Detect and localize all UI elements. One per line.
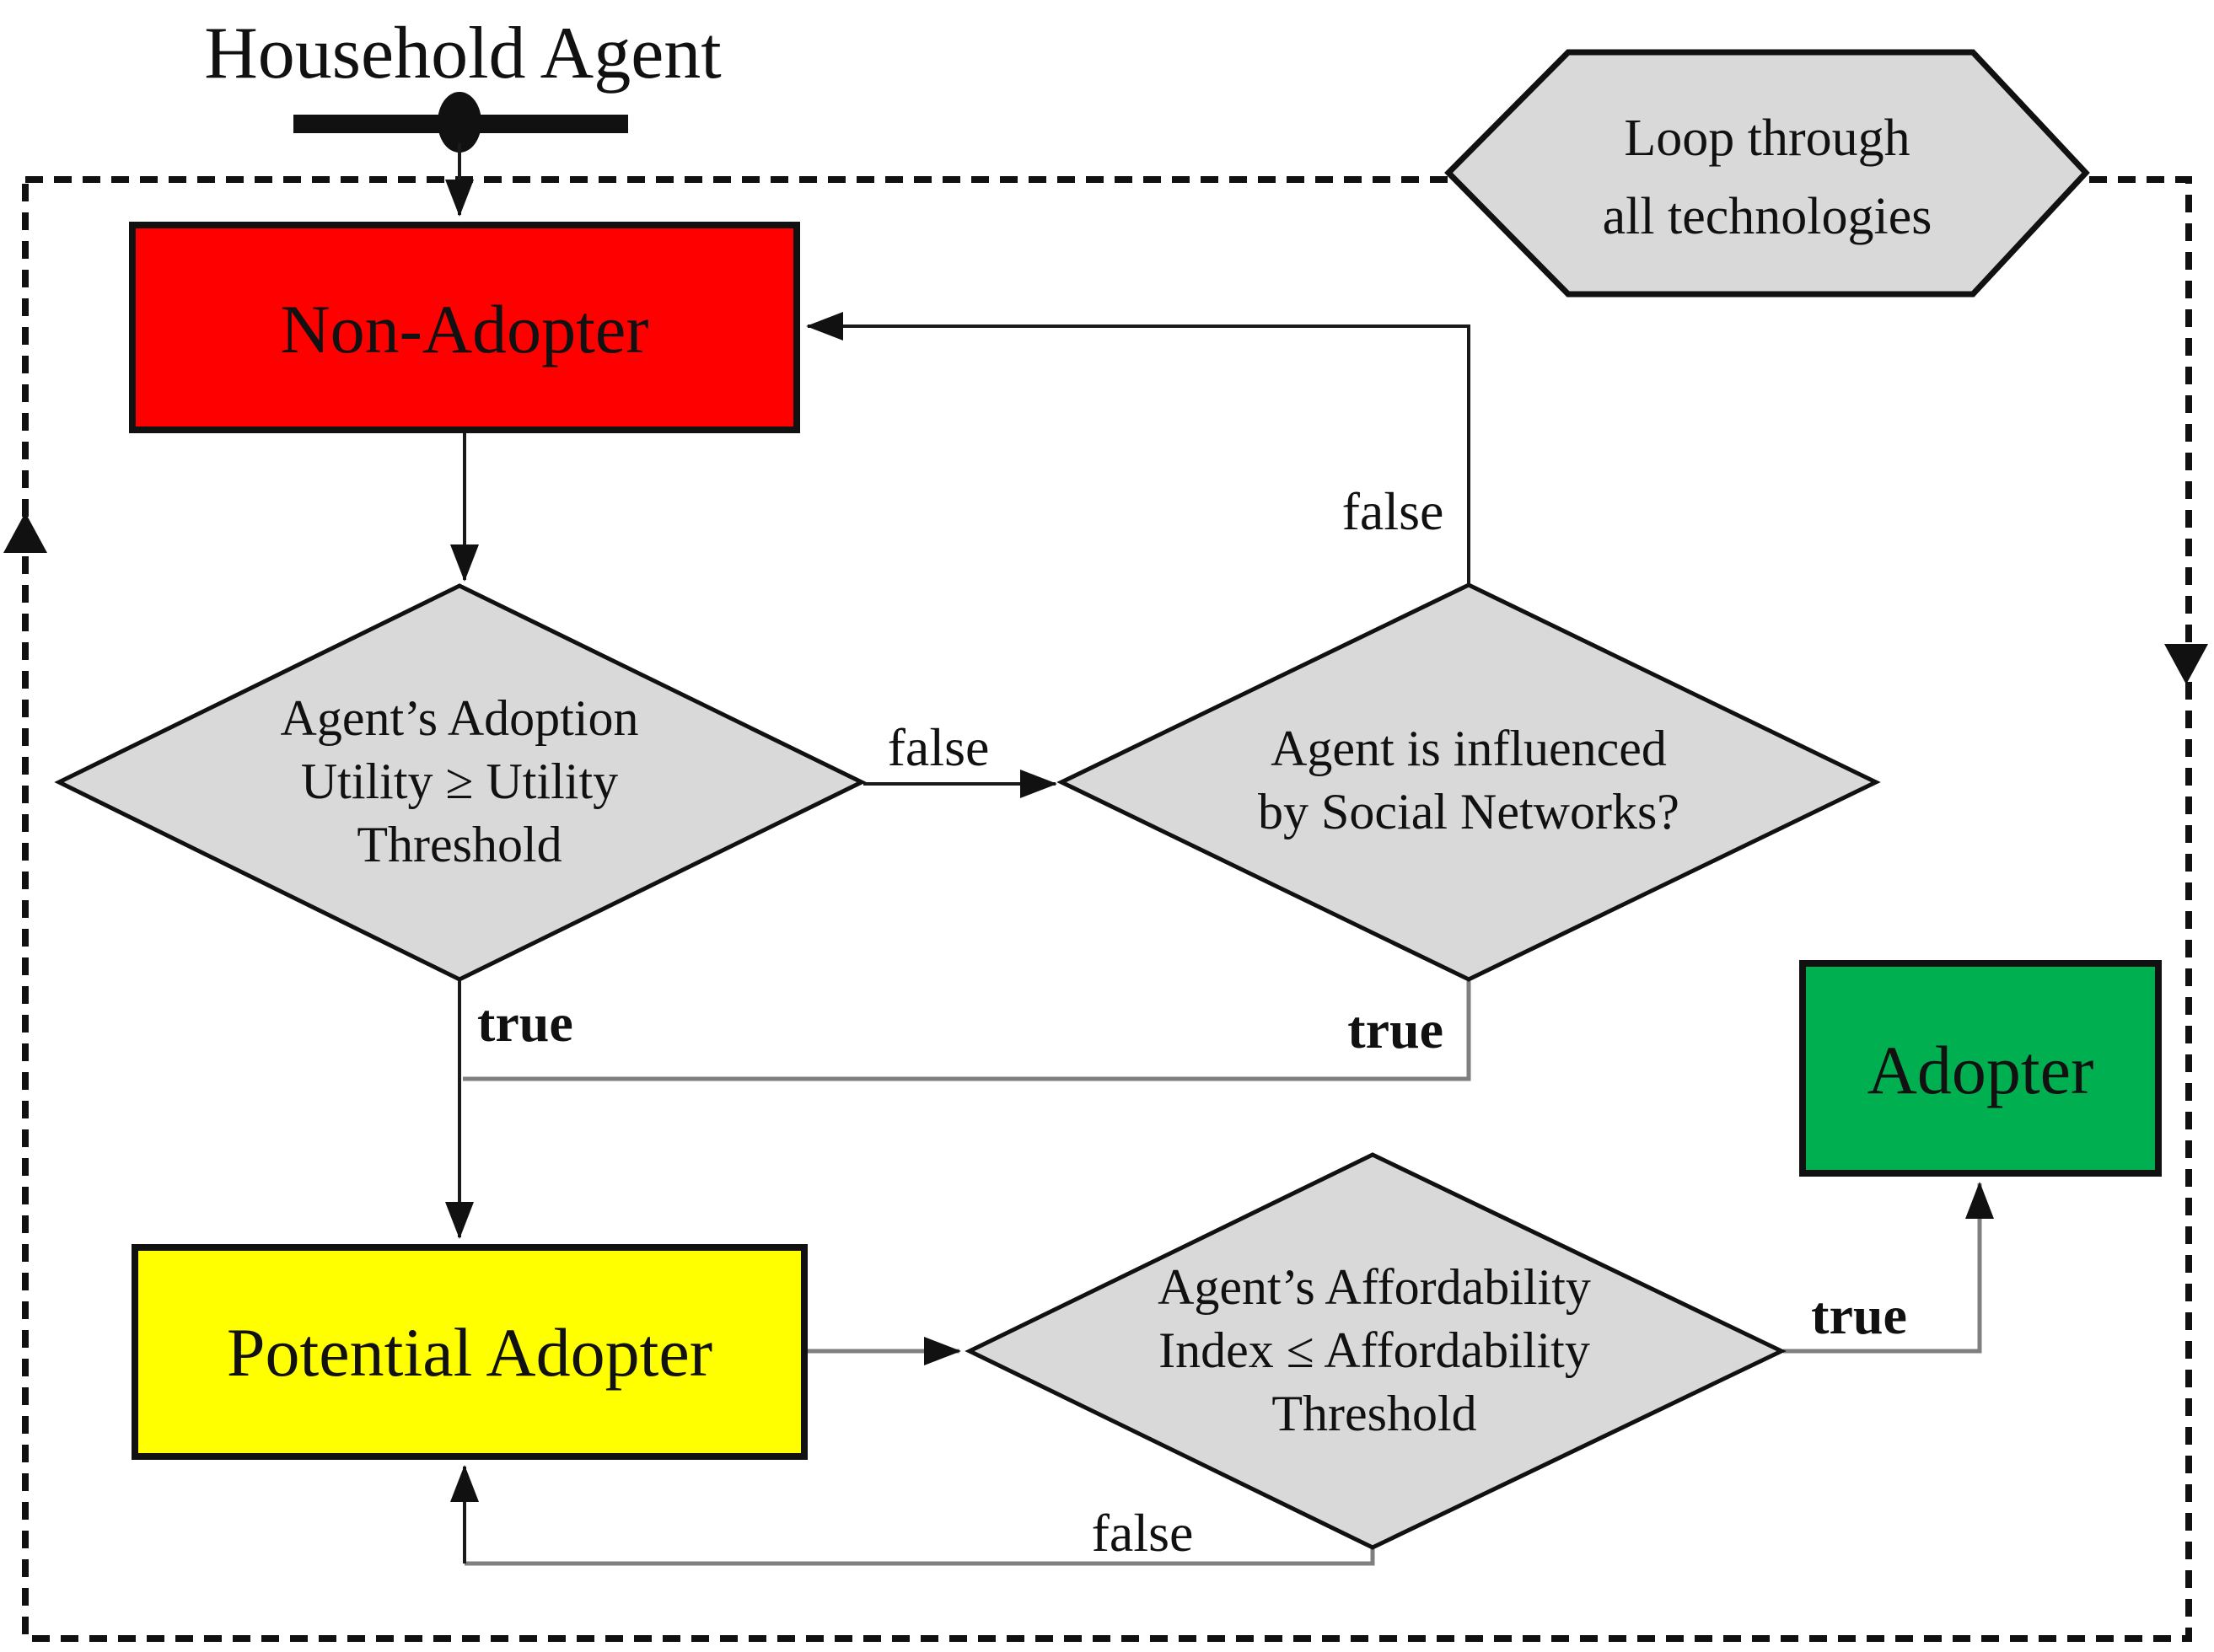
activity-start-icon: [293, 92, 628, 153]
loop-hexagon: [1444, 49, 2090, 298]
edge-social-true-merge: [463, 981, 1471, 1081]
adopter-state: [1799, 960, 2162, 1177]
loop-boundary-dashed-border: [22, 176, 2192, 1642]
edge-affordability-false-return: [465, 1549, 1375, 1566]
start-dot-icon: [438, 92, 481, 153]
social-false-label: false: [1342, 481, 1444, 541]
edge-affordability-true-to-adopter: [1783, 1182, 1994, 1354]
household-agent-title: Household Agent: [204, 13, 722, 94]
affordability-decision: [965, 1152, 1787, 1550]
loop-hexagon-label-line2: all technologies: [1603, 188, 1932, 245]
utility-true-label: true: [477, 993, 573, 1053]
affordability-decision-line2: Index ≤ Affordability: [1158, 1322, 1590, 1378]
non-adopter-label: Non-Adopter: [280, 291, 648, 367]
social-decision-line1: Agent is influenced: [1271, 721, 1667, 776]
utility-decision-line3: Threshold: [357, 817, 562, 872]
social-decision-line2: by Social Networks?: [1258, 784, 1679, 839]
potential-adopter-state: [132, 1244, 808, 1460]
loop-down-arrow-icon: [2164, 644, 2208, 684]
edge-social-false-to-non-adopter: [806, 312, 1470, 583]
utility-false-label: false: [888, 717, 990, 777]
affordability-false-label: false: [1092, 1503, 1194, 1563]
social-true-label: true: [1347, 1000, 1443, 1059]
social-decision: [1056, 582, 1881, 982]
utility-decision: [54, 583, 867, 982]
adopter-label: Adopter: [1867, 1032, 2094, 1108]
utility-decision-line1: Agent’s Adoption: [280, 690, 638, 746]
affordability-true-label: true: [1811, 1285, 1907, 1345]
loop-up-arrow-icon: [3, 512, 47, 553]
loop-hexagon-label-line1: Loop through: [1624, 110, 1910, 167]
affordability-decision-line3: Threshold: [1271, 1386, 1476, 1441]
potential-adopter-label: Potential Adopter: [227, 1314, 712, 1391]
non-adopter-state: [129, 222, 800, 433]
affordability-decision-line1: Agent’s Affordability: [1158, 1259, 1591, 1315]
utility-decision-line2: Utility ≥ Utility: [301, 754, 618, 809]
